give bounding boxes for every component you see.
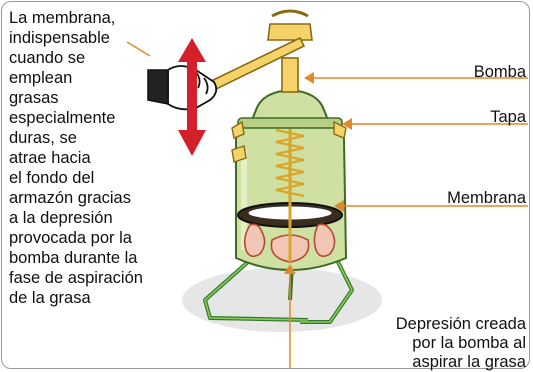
label-tapa: Tapa [490,108,526,126]
callout-lines [126,41,528,368]
pump-column [267,9,313,93]
membrane-explanation-text: La membrana, indispensable cuando se emp… [9,9,143,307]
movement-arrow [178,38,206,156]
label-bomba: Bomba [473,63,526,81]
callout-arrowheads [284,72,352,274]
lid [250,88,330,121]
wing-nuts [231,120,347,163]
label-depresion: Depresión creada por la bomba al aspirar… [395,315,526,371]
label-membrana: Membrana [447,189,526,207]
